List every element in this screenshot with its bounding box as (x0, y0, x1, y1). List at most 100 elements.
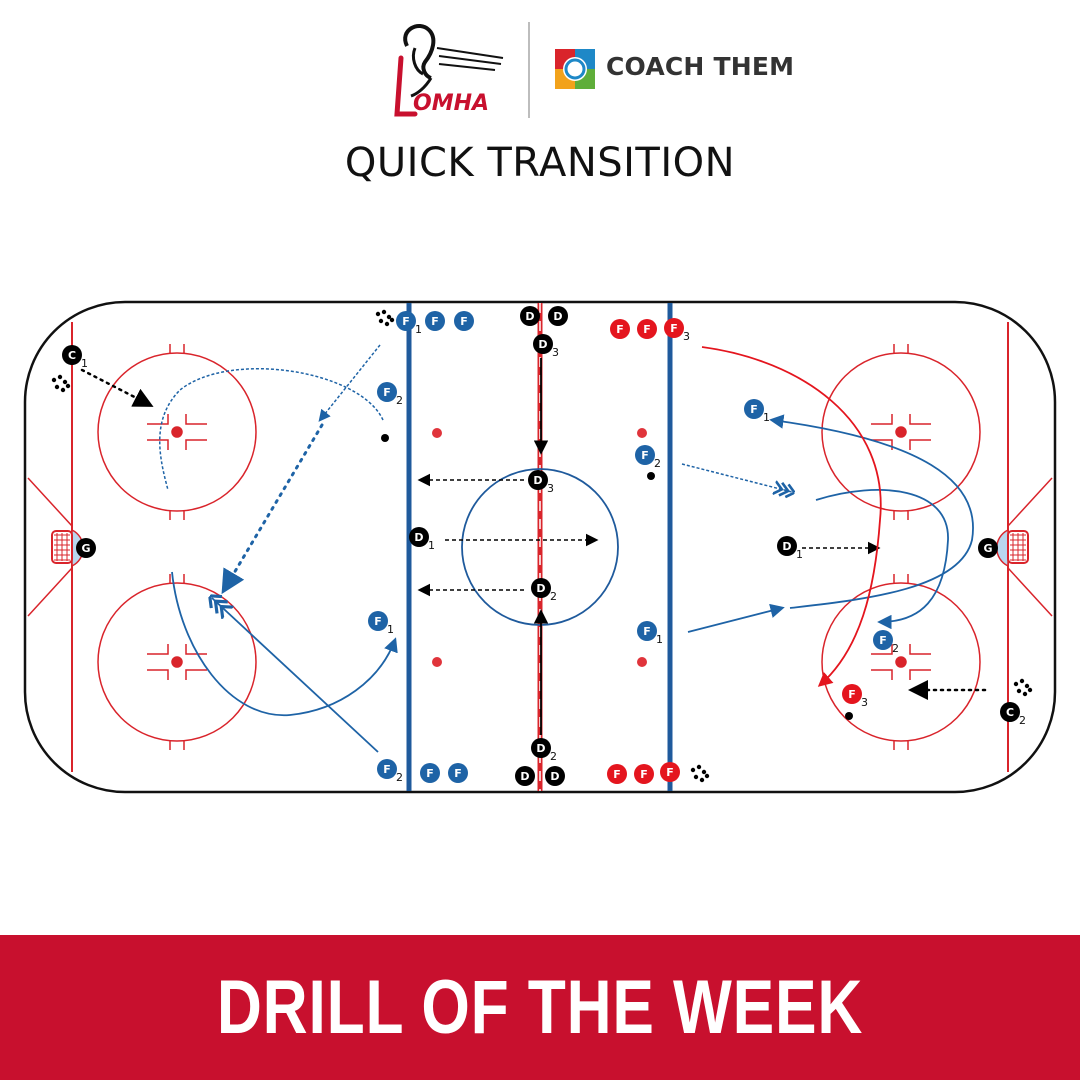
puck-pile-right (1013, 678, 1033, 697)
drill-title: QUICK TRANSITION (344, 140, 736, 186)
player-letter: F (383, 386, 391, 399)
player-marker-c1: C1 (62, 345, 88, 370)
player-circle (528, 470, 548, 490)
player-subscript: 2 (654, 457, 661, 470)
puck-pile-bottom-red (690, 764, 710, 783)
banner-title: DRILL OF THE WEEK (216, 965, 864, 1050)
player-marker-g-right: G (978, 538, 998, 558)
player-letter: F (641, 449, 649, 462)
player-circle (637, 621, 657, 641)
player-subscript: 2 (892, 642, 899, 655)
player-circle (425, 311, 445, 331)
player-letter: D (533, 474, 542, 487)
omha-logo: OMHA (394, 24, 504, 117)
player-letter: D (782, 540, 791, 553)
puck-pile-top-blue-line (375, 309, 395, 327)
player-subscript: 1 (428, 539, 435, 552)
player-letter: F (374, 615, 382, 628)
player-circle (448, 763, 468, 783)
player-letter: F (643, 323, 651, 336)
player-circle (1000, 702, 1020, 722)
faceoff-circle-left-bottom (97, 574, 257, 750)
pass-arrow-c1 (80, 368, 154, 407)
player-marker-d-bottom-b: D (545, 766, 565, 786)
player-letter: F (670, 322, 678, 335)
player-circle (420, 763, 440, 783)
player-letter: D (520, 770, 529, 783)
player-letter: D (553, 310, 562, 323)
player-subscript: 3 (552, 346, 559, 359)
player-letter: F (616, 323, 624, 336)
center-circle (461, 468, 619, 626)
skate-path-f1-right-neutral (687, 603, 785, 633)
player-marker-f-top-c: F (454, 311, 474, 331)
player-letter: F (666, 766, 674, 779)
player-circle (842, 684, 862, 704)
header: OMHA COACH THEM (0, 0, 1080, 130)
player-letter: G (81, 542, 90, 555)
player-letter: G (983, 542, 992, 555)
player-marker-f1-left: F1 (368, 611, 394, 636)
header-divider (528, 22, 530, 118)
player-letter: D (536, 582, 545, 595)
player-letter: F (460, 315, 468, 328)
player-circle (744, 399, 764, 419)
trapezoid-lines (27, 477, 1053, 617)
player-marker-f-bottom-c: F (448, 763, 468, 783)
player-subscript: 2 (550, 750, 557, 763)
player-letter: C (1006, 706, 1014, 719)
player-subscript: 1 (415, 323, 422, 336)
player-marker-f-red-bottom-b: F (634, 764, 654, 784)
skate-path-f2-right-zone (815, 489, 949, 630)
player-circle (409, 527, 429, 547)
player-letter: F (750, 403, 758, 416)
player-circle (377, 382, 397, 402)
coach-them-wordmark: COACH THEM (606, 52, 795, 81)
hockey-player-icon (394, 24, 504, 117)
player-circle (531, 738, 551, 758)
skate-path-f3-red (701, 346, 882, 687)
player-letter: D (536, 742, 545, 755)
player-marker-f-red-top-b: F (637, 319, 657, 339)
player-circle (368, 611, 388, 631)
player-marker-f-red-bottom-a: F (607, 764, 627, 784)
player-marker-d-bottom-a: D (515, 766, 535, 786)
player-circle (610, 319, 630, 339)
player-marker-f-top-b: F (425, 311, 445, 331)
player-marker-d2-center: D2 (531, 578, 557, 603)
player-subscript: 1 (387, 623, 394, 636)
player-marker-f1-right-zone: F1 (744, 399, 770, 424)
player-letter: F (643, 625, 651, 638)
player-letter: D (414, 531, 423, 544)
player-circle (873, 630, 893, 650)
player-marker-c2: C2 (1000, 702, 1026, 727)
player-subscript: 2 (396, 394, 403, 407)
net-right (1007, 530, 1029, 564)
player-circle (62, 345, 82, 365)
player-subscript: 2 (1019, 714, 1026, 727)
player-circle (635, 445, 655, 465)
player-circle (454, 311, 474, 331)
player-marker-d2-bottom: D2 (531, 738, 557, 763)
player-marker-d3-top: D3 (533, 334, 559, 359)
player-marker-g-left: G (76, 538, 96, 558)
faceoff-circle-right-top (821, 344, 981, 520)
player-subscript: 1 (81, 357, 88, 370)
player-marker-f2-right-zone: F2 (873, 630, 899, 655)
player-subscript: 1 (763, 411, 770, 424)
player-marker-f2-right-neutral: F2 (635, 445, 661, 470)
player-marker-f2-bottom: F2 (377, 759, 403, 784)
faceoff-circle-right-bottom (821, 574, 981, 750)
pass-arrow-dotted-blue (221, 423, 324, 595)
coach-them-logo-icon (555, 49, 595, 89)
pucks (381, 434, 853, 720)
player-letter: C (68, 349, 76, 362)
player-circle (978, 538, 998, 558)
omha-wordmark: OMHA (413, 91, 489, 116)
skate-path-f2-bottom (212, 598, 379, 753)
player-letter: F (426, 767, 434, 780)
player-marker-f-red-top-a: F (610, 319, 630, 339)
player-marker-d1-right: D1 (777, 536, 803, 561)
player-marker-f1-top: F1 (396, 311, 422, 336)
